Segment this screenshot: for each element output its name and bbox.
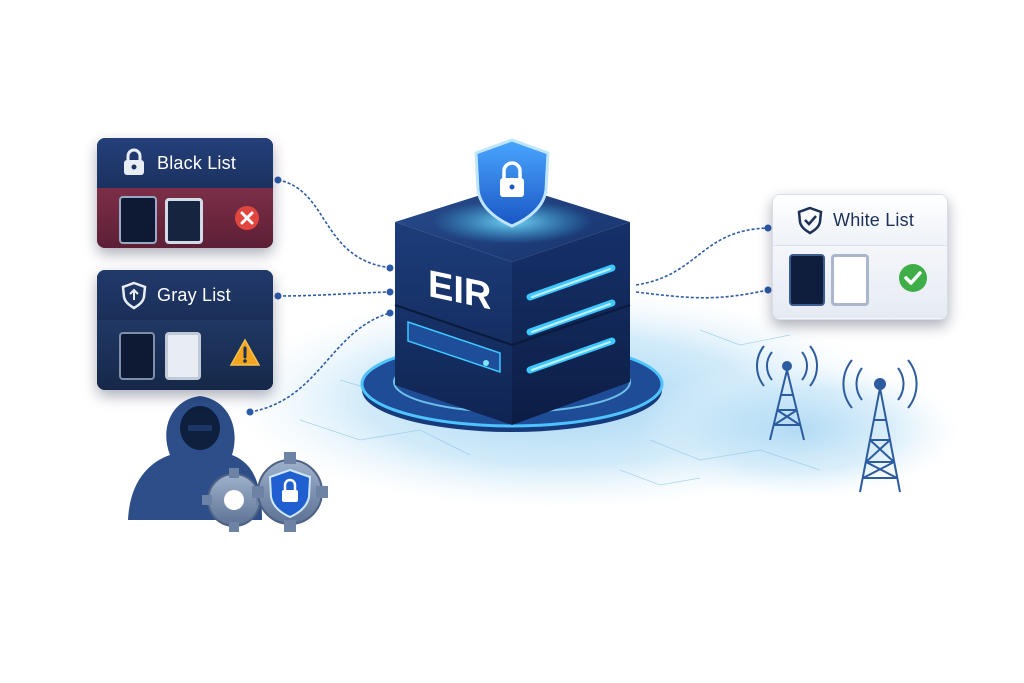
cube-left-face: [395, 222, 512, 425]
black-list-header: Black List: [97, 138, 273, 188]
white-list-header: White List: [773, 195, 947, 246]
phone-icon: [789, 254, 825, 306]
padlock-icon: [119, 148, 149, 178]
phone-icon: [119, 332, 155, 380]
black-list-devices: [97, 188, 273, 248]
white-list-title: White List: [833, 209, 915, 230]
shield-icon: [119, 280, 149, 310]
gray-list-card: Gray List: [97, 270, 273, 390]
floor-cracks: [299, 329, 821, 486]
gear-shield-icon: [252, 452, 328, 532]
connector-gray-list: [277, 291, 391, 297]
tablet-icon: [165, 198, 203, 244]
connector-dots: [246, 176, 772, 416]
check-mark-icon: [899, 264, 927, 292]
shield-check-icon: [795, 205, 825, 235]
gray-list-title: Gray List: [157, 284, 231, 305]
x-mark-icon: [235, 206, 259, 230]
phone-icon: [119, 196, 157, 244]
black-list-card: Black List: [97, 138, 273, 248]
floor-glow-right: [640, 360, 960, 500]
security-shield-icon: [474, 138, 550, 228]
tablet-icon: [831, 254, 869, 306]
cube-drive-bay: [407, 320, 501, 374]
connector-white-list: [635, 227, 769, 286]
gray-list-devices: [97, 320, 273, 390]
cell-tower-icon: [755, 345, 819, 441]
connector-towers: [635, 289, 769, 299]
tablet-icon: [165, 332, 201, 380]
black-list-title: Black List: [157, 152, 237, 173]
cell-tower-icon: [842, 359, 918, 493]
white-list-devices: [773, 246, 947, 318]
connector-black-list: [277, 179, 393, 269]
gray-list-header: Gray List: [97, 270, 273, 320]
white-list-card: White List: [772, 194, 948, 320]
warning-triangle-icon: [229, 338, 261, 366]
connector-lines: [249, 179, 769, 413]
